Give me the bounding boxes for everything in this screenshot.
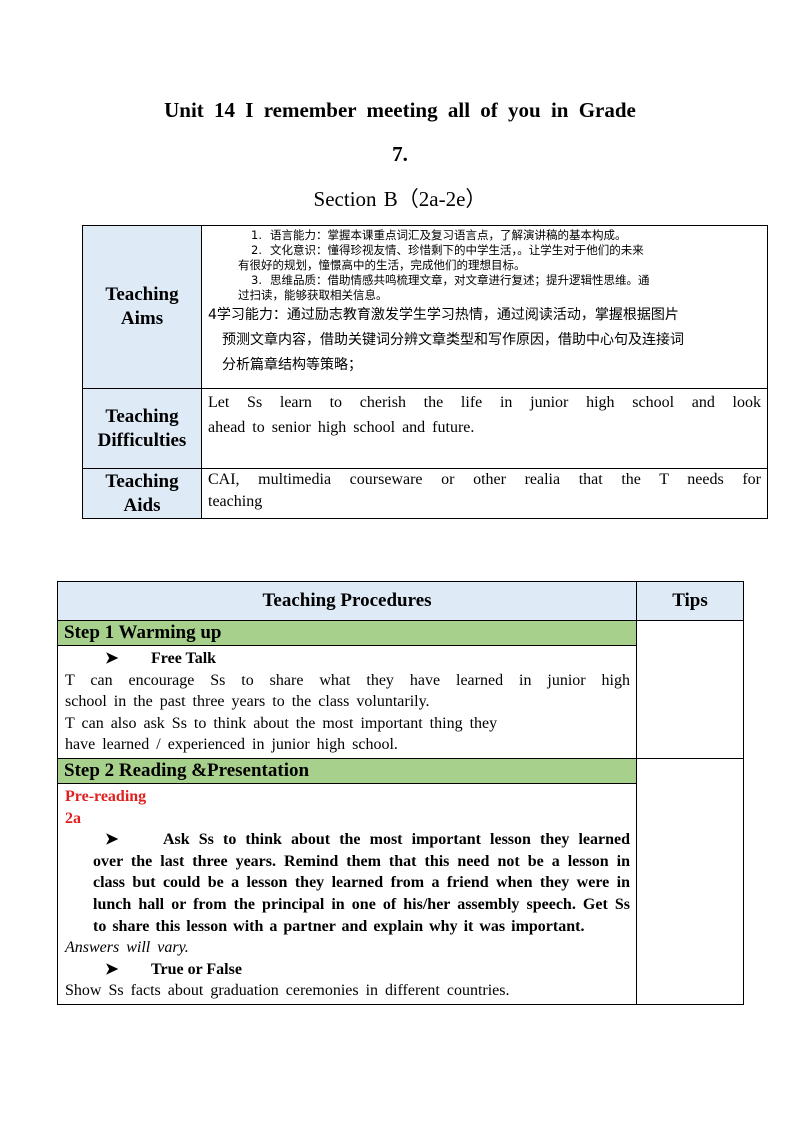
tips-header: Tips bbox=[636, 581, 744, 621]
aim-text-cont: 过扫读，能够获取相关信息。 bbox=[238, 288, 388, 302]
step2-tips-cell bbox=[636, 757, 744, 1005]
step2-title: Step 2 Reading &Presentation bbox=[57, 757, 637, 784]
aim-item-1: 1. 语言能力：掌握本课重点词汇及复习语言点，了解演讲稿的基本构成。 bbox=[208, 226, 761, 243]
difficulties-line2: ahead to senior high school and future. bbox=[208, 419, 475, 436]
aim-item-3: 3. 思维品质：借助情感共鸣梳理文章，对文章进行复述；提升逻辑性思维。通 bbox=[208, 273, 761, 288]
aim-item-4-cont: 预测文章内容，借助关键词分辨文章类型和写作原因，借助中心句及连接词 bbox=[222, 332, 684, 348]
activity-2a-label: 2a bbox=[65, 809, 81, 827]
difficulties-content: Let Ss learn to cherish the life in juni… bbox=[201, 388, 768, 469]
difficulties-label: Teaching Difficulties bbox=[82, 388, 202, 469]
bullet-free-talk: ➤ Free Talk bbox=[65, 648, 630, 670]
document-title-continued: 7. bbox=[392, 142, 408, 166]
step1-para1-line1: T can encourage Ss to share what they ha… bbox=[65, 671, 630, 689]
aim-text-cont: 有很好的规划，憧憬高中的生活，完成他们的理想目标。 bbox=[238, 258, 526, 272]
procedures-header: Teaching Procedures bbox=[57, 581, 637, 621]
aim-item-4: 4学习能力：通过励志教育激发学生学习热情，通过阅读活动，掌握根据图片 bbox=[208, 307, 679, 323]
bullet-text: Ask Ss to think about the most important… bbox=[163, 831, 570, 849]
aim-text: 语言能力：掌握本课重点词汇及复习语言点，了解演讲稿的基本构成。 bbox=[270, 228, 627, 242]
step1-title: Step 1 Warming up bbox=[57, 620, 637, 646]
arrowhead-icon: ➤ bbox=[105, 831, 119, 849]
arrowhead-icon: ➤ bbox=[105, 960, 119, 978]
arrowhead-icon: ➤ bbox=[105, 650, 119, 667]
step1-para2-line2: have learned / experienced in junior hig… bbox=[65, 736, 398, 754]
aim-num: 3. bbox=[251, 273, 262, 287]
pre-reading-label: Pre-reading bbox=[65, 787, 147, 805]
aids-content: CAI, multimedia courseware or other real… bbox=[201, 468, 768, 519]
aims-label-line2: Aims bbox=[120, 308, 164, 329]
step1-para2-line1: T can also ask Ss to think about the mos… bbox=[65, 714, 498, 732]
aim-num: 1. bbox=[251, 228, 262, 242]
bullet-true-false: ➤ True or False bbox=[65, 959, 630, 981]
aids-line1: CAI, multimedia courseware or other real… bbox=[208, 471, 761, 488]
facts-line: Show Ss facts about graduation ceremonie… bbox=[65, 982, 510, 1000]
step1-para1-line2: school in the past three years to the cl… bbox=[65, 693, 430, 711]
aims-label: Teaching Aims bbox=[82, 225, 202, 389]
bullet-label: True or False bbox=[151, 960, 242, 978]
aim-text: 思维品质：借助情感共鸣梳理文章，对文章进行复述；提升逻辑性思维。通 bbox=[270, 273, 650, 287]
difficulties-label-line1: Teaching bbox=[105, 405, 179, 427]
step2-content: Pre-reading 2a ➤ Ask Ss to think about th… bbox=[57, 782, 637, 1005]
aids-label-line1: Teaching bbox=[105, 470, 179, 492]
aids-label: Teaching Aids bbox=[82, 468, 202, 519]
aims-label-line1: Teaching bbox=[105, 284, 179, 305]
aids-label-line2: Aids bbox=[123, 494, 161, 516]
bullet-label: Free Talk bbox=[151, 650, 217, 667]
document-title: Unit 14 I remember meeting all of you in… bbox=[164, 98, 636, 122]
aim-item-2: 2. 文化意识：懂得珍视友情、珍惜剩下的中学生活，。让学生对于他们的未来 bbox=[208, 243, 761, 258]
aims-content: 1. 语言能力：掌握本课重点词汇及复习语言点，了解演讲稿的基本构成。 2. 文化意识… bbox=[201, 225, 768, 389]
aim-item-4-cont: 分析篇章结构等策略； bbox=[222, 357, 362, 373]
bullet-ask-ss: ➤ Ask Ss to think about the most importan… bbox=[65, 829, 630, 937]
teaching-procedures-table: Teaching Procedures Tips Step 1 Warming … bbox=[57, 581, 744, 1005]
difficulties-line1: Let Ss learn to cherish the life in juni… bbox=[208, 394, 761, 411]
answers-note: Answers will vary. bbox=[65, 939, 189, 957]
section-title: Section B（2a-2e） bbox=[313, 187, 487, 211]
aids-line2: teaching bbox=[208, 493, 263, 510]
step1-content: ➤ Free Talk T can encourage Ss to share w… bbox=[57, 645, 637, 759]
difficulties-label-line2: Difficulties bbox=[97, 429, 187, 451]
teaching-info-table: Teaching Aims 1. 语言能力：掌握本课重点词汇及复习语言点，了解演讲… bbox=[82, 225, 768, 519]
aim-text: 文化意识：懂得珍视友情、珍惜剩下的中学生活，。让学生对于他们的未来 bbox=[270, 243, 644, 257]
aim-num: 2. bbox=[251, 243, 262, 257]
bullet-text-cont: learned over the last three years. Remin… bbox=[93, 831, 631, 935]
step1-tips-cell bbox=[636, 620, 744, 759]
